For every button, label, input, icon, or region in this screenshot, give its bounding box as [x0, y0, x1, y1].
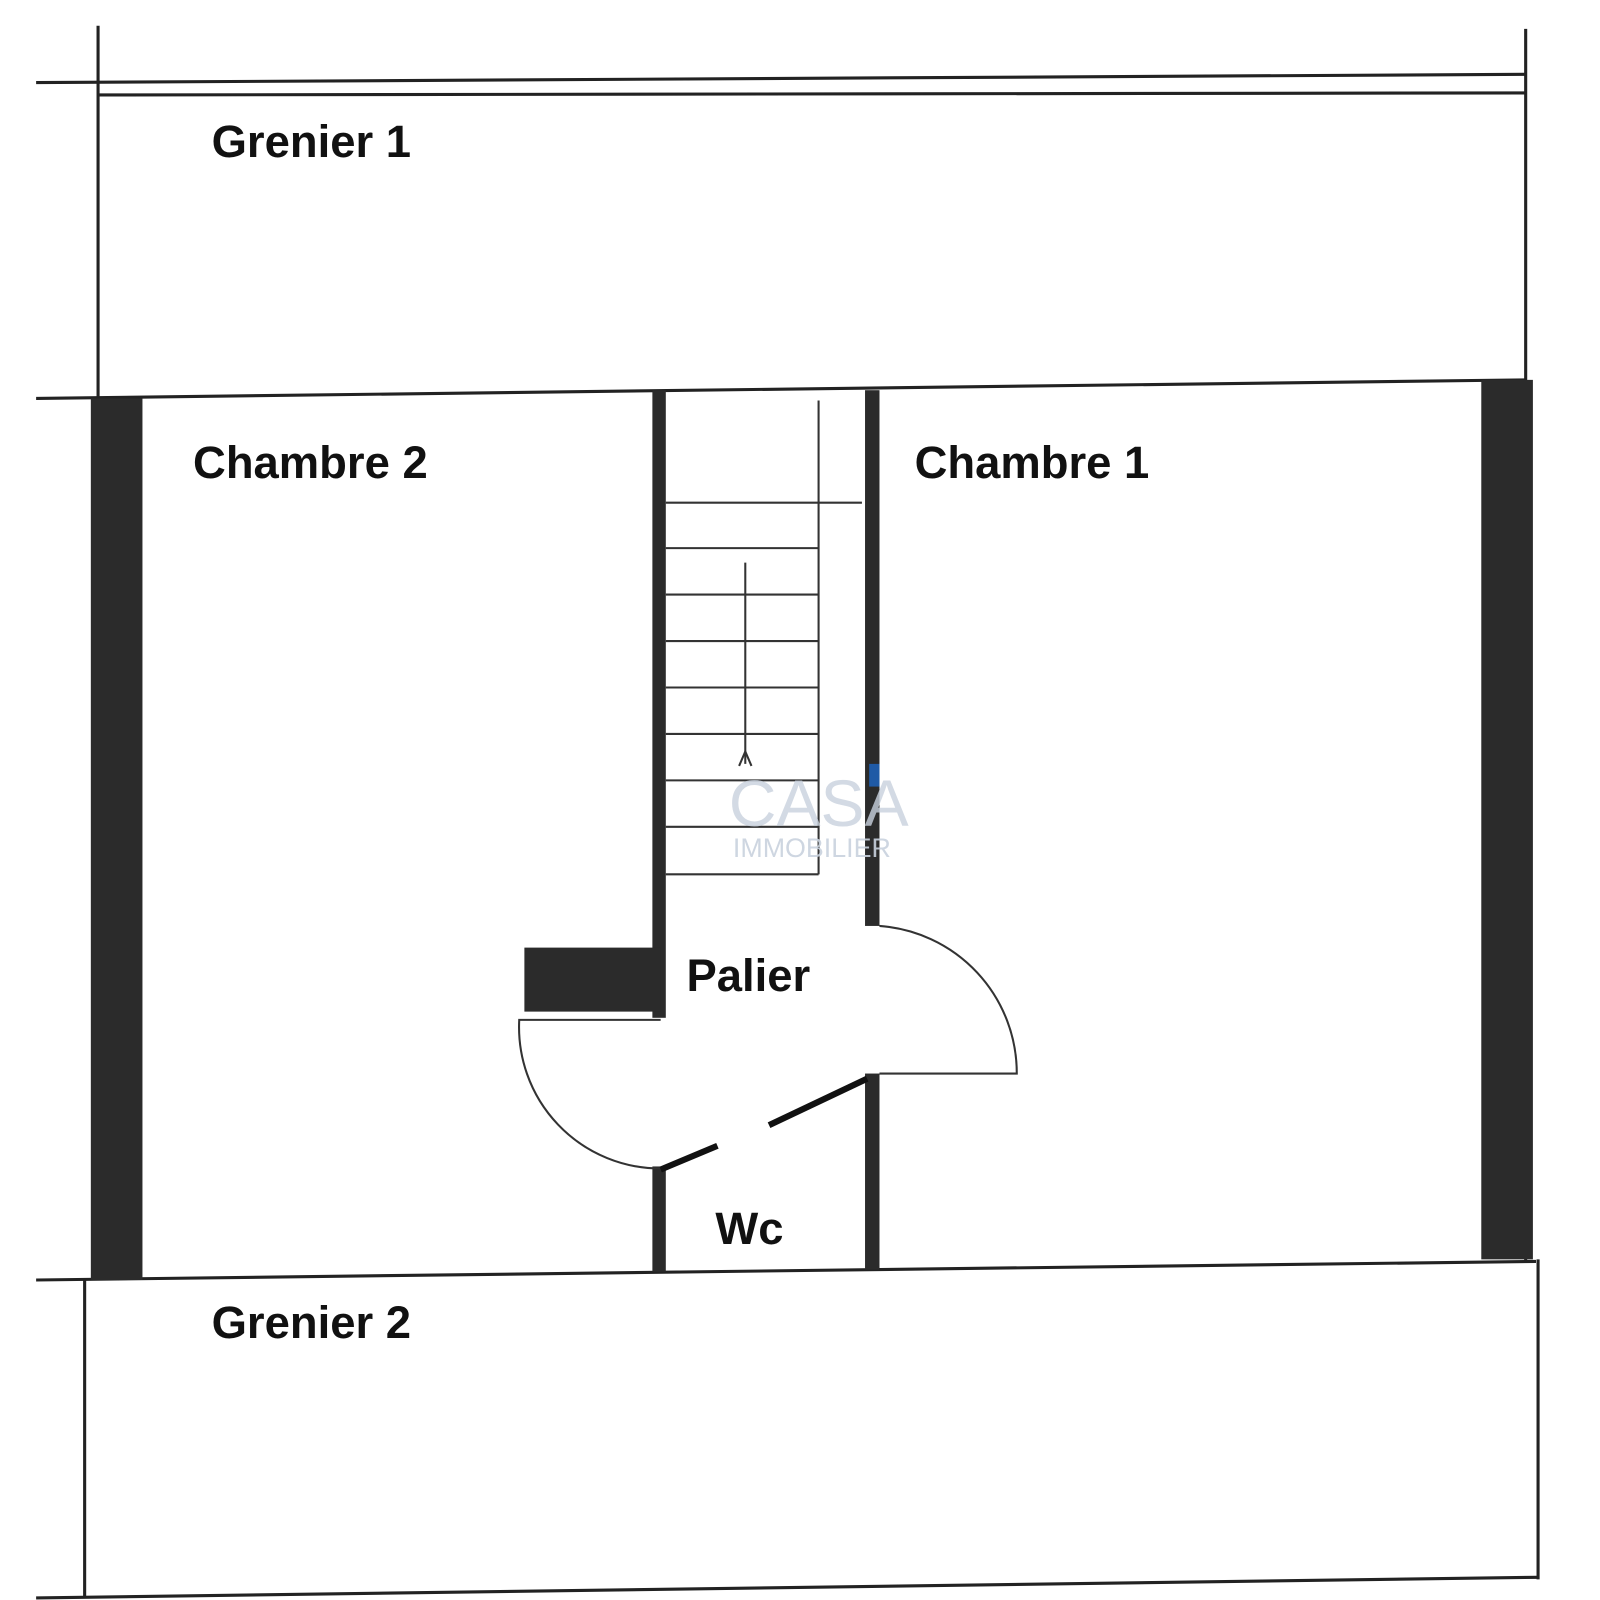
- right-wall: [1481, 379, 1533, 1260]
- attic-outlines: [36, 25, 1540, 1600]
- wc-left-wall: [652, 1166, 666, 1272]
- chimney-block: [524, 947, 661, 1012]
- room-label-grenier-1: Grenier 1: [212, 116, 411, 167]
- room-label-chambre-1: Chambre 1: [915, 437, 1150, 488]
- wc-right-wall: [865, 1073, 880, 1270]
- staircase: [665, 400, 862, 876]
- room-label-chambre-2: Chambre 2: [193, 437, 428, 488]
- room-label-wc: Wc: [715, 1203, 783, 1254]
- svg-text:CASA: CASA: [729, 766, 909, 840]
- stair-left-wall: [652, 390, 666, 1018]
- doors: [518, 924, 1018, 1173]
- svg-text:IMMOBILIER: IMMOBILIER: [733, 833, 891, 863]
- room-label-grenier-2: Grenier 2: [212, 1297, 411, 1348]
- watermark-logo: CASA IMMOBILIER: [729, 763, 909, 863]
- room-label-palier: Palier: [686, 950, 810, 1001]
- left-wall: [90, 398, 143, 1280]
- stair-right-wall: [865, 390, 880, 926]
